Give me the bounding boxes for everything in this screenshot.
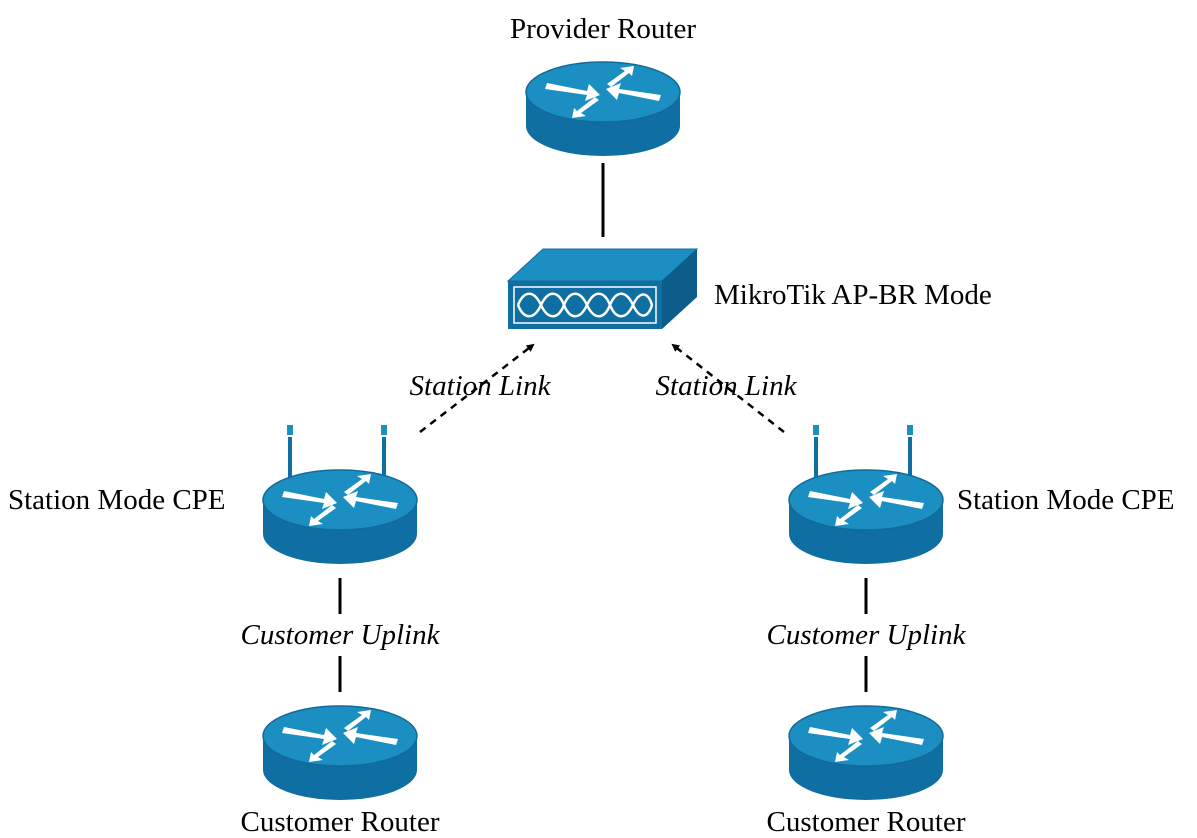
uplink-left-label: Customer Uplink xyxy=(240,619,440,651)
provider-router-label: Provider Router xyxy=(509,13,697,45)
customer-router-right-label: Customer Router xyxy=(766,806,966,838)
cpe-left-label: Station Mode CPE xyxy=(8,484,226,516)
station-link-left-line xyxy=(419,343,535,433)
station-link-left-label: Station Link xyxy=(409,370,551,402)
customer-router-right-icon xyxy=(788,705,944,800)
cpe-right-icon xyxy=(788,425,944,564)
ap-label: MikroTik AP-BR Mode xyxy=(714,279,992,311)
provider-router-icon xyxy=(525,61,681,156)
customer-router-left-icon xyxy=(262,705,418,800)
station-link-right-label: Station Link xyxy=(655,370,797,402)
customer-router-left-label: Customer Router xyxy=(240,806,440,838)
uplink-right-label: Customer Uplink xyxy=(766,619,966,651)
ap-switch-icon xyxy=(506,248,699,329)
station-link-right-line xyxy=(671,343,785,433)
cpe-right-label: Station Mode CPE xyxy=(957,484,1175,516)
cpe-left-icon xyxy=(262,425,418,564)
